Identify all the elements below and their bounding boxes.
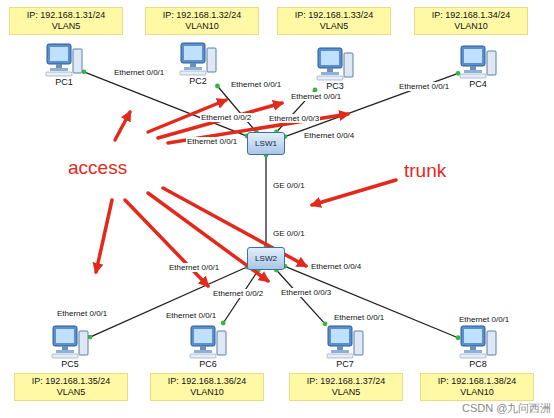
ip-vlan-text: IP: 192.168.1.33/24 (284, 10, 384, 21)
ip-vlan-tag: IP: 192.168.1.31/24VLAN5 (9, 7, 123, 35)
port-dot (221, 321, 226, 326)
pc-icon (188, 323, 228, 359)
port-label: Ethernet 0/0/1 (186, 137, 238, 146)
ip-vlan-tag: IP: 192.168.1.32/24VLAN10 (145, 7, 259, 35)
port-label: Ethernet 0/0/1 (333, 313, 385, 322)
ip-vlan-text: IP: 192.168.1.38/24 (427, 376, 527, 387)
pc-name: PC2 (178, 76, 218, 86)
ip-vlan-tag: IP: 192.168.1.33/24VLAN5 (277, 7, 391, 35)
watermark: CSDN @九问西洲 (462, 402, 551, 415)
red-arrow (115, 112, 130, 140)
ip-vlan-text: IP: 192.168.1.37/24 (296, 376, 396, 387)
pc-icon (178, 40, 218, 76)
annotation-text: access (68, 157, 127, 179)
port-label: Ethernet 0/0/4 (310, 262, 362, 271)
ip-vlan-tag: IP: 192.168.1.37/24VLAN5 (289, 373, 403, 401)
pc-node: PC6 (188, 323, 228, 369)
link-line (84, 72, 247, 136)
network-link (215, 84, 259, 135)
port-label: Ethernet 0/0/3 (280, 288, 332, 297)
pc-node: PC7 (325, 323, 365, 369)
port-label: Ethernet 0/0/3 (268, 114, 320, 123)
port-label: Ethernet 0/0/2 (212, 289, 264, 298)
port-label: Ethernet 0/0/1 (398, 82, 450, 91)
link-line (285, 73, 458, 136)
port-dot (215, 84, 220, 89)
port-label: Ethernet 0/0/1 (290, 92, 342, 101)
switch-node: LSW1 (247, 132, 285, 155)
pc-icon (325, 323, 365, 359)
port-dot (456, 335, 461, 340)
ip-vlan-text: VLAN10 (152, 21, 252, 32)
red-arrow (125, 200, 208, 286)
port-label: Ethernet 0/0/1 (458, 315, 510, 324)
pc-name: PC1 (44, 77, 84, 87)
pc-name: PC5 (50, 359, 90, 369)
ip-vlan-tag: IP: 192.168.1.36/24VLAN10 (150, 373, 264, 401)
pc-name: PC3 (315, 81, 355, 91)
ip-vlan-text: IP: 192.168.1.35/24 (21, 376, 121, 387)
ip-vlan-text: VLAN10 (427, 387, 527, 398)
port-dot (323, 321, 328, 326)
network-link (264, 153, 269, 250)
network-link (283, 71, 461, 139)
pc-node: PC5 (50, 323, 90, 369)
pc-name: PC8 (458, 359, 498, 369)
pc-icon (44, 41, 84, 77)
link-line (217, 86, 256, 132)
pc-node: PC4 (458, 43, 498, 89)
ip-vlan-text: VLAN10 (421, 21, 521, 32)
pc-node: PC3 (315, 45, 355, 91)
pc-node: PC1 (44, 41, 84, 87)
annotation-text: trunk (404, 160, 446, 182)
link-line (285, 266, 458, 337)
port-label: Ethernet 0/0/4 (303, 131, 355, 140)
pc-icon (315, 45, 355, 81)
switch-name: LSW2 (252, 254, 280, 263)
ip-vlan-tag: IP: 192.168.1.38/24VLAN10 (420, 373, 534, 401)
ip-vlan-text: VLAN10 (157, 387, 257, 398)
ip-vlan-text: IP: 192.168.1.36/24 (157, 376, 257, 387)
switch-name: LSW1 (252, 139, 280, 148)
port-label: GE 0/0/1 (272, 181, 306, 190)
ip-vlan-text: VLAN5 (16, 21, 116, 32)
pc-name: PC4 (458, 79, 498, 89)
port-label: GE 0/0/1 (272, 229, 306, 238)
pc-node: PC8 (458, 323, 498, 369)
red-arrow (96, 200, 112, 272)
ip-vlan-text: IP: 192.168.1.32/24 (152, 10, 252, 21)
pc-node: PC2 (178, 40, 218, 86)
port-dot (456, 71, 461, 76)
port-label: Ethernet 0/0/1 (56, 309, 108, 318)
ip-vlan-text: VLAN5 (296, 387, 396, 398)
ip-vlan-tag: IP: 192.168.1.35/24VLAN5 (14, 373, 128, 401)
pc-name: PC7 (325, 359, 365, 369)
red-arrow (312, 180, 396, 205)
switch-node: LSW2 (247, 247, 285, 270)
port-label: Ethernet 0/0/1 (113, 68, 165, 77)
port-label: Ethernet 0/0/1 (165, 311, 217, 320)
network-link (88, 265, 250, 340)
port-label: Ethernet 0/0/2 (200, 113, 252, 122)
pc-name: PC6 (188, 359, 228, 369)
ip-vlan-text: VLAN5 (21, 387, 121, 398)
port-label: Ethernet 0/0/1 (230, 80, 282, 89)
pc-icon (50, 323, 90, 359)
link-line (90, 267, 247, 337)
link-line (265, 155, 266, 247)
pc-icon (458, 323, 498, 359)
ip-vlan-tag: IP: 192.168.1.34/24VLAN10 (414, 7, 528, 35)
ip-vlan-text: IP: 192.168.1.34/24 (421, 10, 521, 21)
ip-vlan-text: VLAN5 (284, 21, 384, 32)
pc-icon (458, 43, 498, 79)
network-link (82, 69, 250, 138)
ip-vlan-text: IP: 192.168.1.31/24 (16, 10, 116, 21)
network-link (283, 264, 461, 340)
port-label: Ethernet 0/0/1 (168, 263, 220, 272)
